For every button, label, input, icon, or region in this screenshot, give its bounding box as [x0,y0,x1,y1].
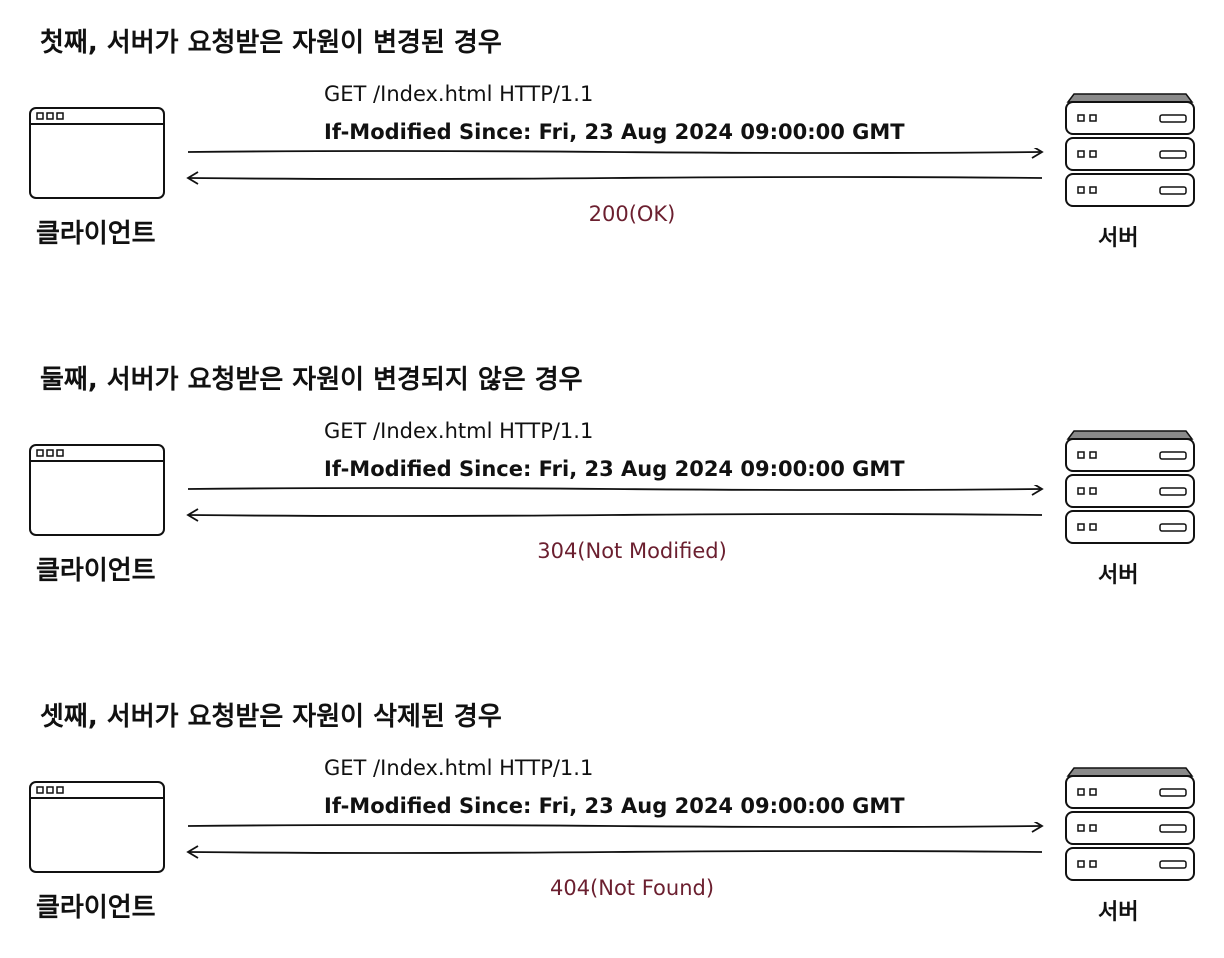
request-response-arrows [186,485,1044,522]
request-line: GET /Index.html HTTP/1.1 [324,82,594,106]
request-line: GET /Index.html HTTP/1.1 [324,756,594,780]
server-label: 서버 [1098,226,1139,251]
scenario-modified: 첫째, 서버가 요청받은 자원이 변경된 경우 클라이언트 GET /Index… [0,8,1224,268]
client-browser-icon [29,107,165,199]
client-browser-icon [29,781,165,873]
response-status: 304(Not Modified) [537,539,727,563]
scenario-deleted: 셋째, 서버가 요청받은 자원이 삭제된 경우 클라이언트 GET /Index… [0,682,1224,942]
client-label: 클라이언트 [36,219,156,249]
scenario-title: 셋째, 서버가 요청받은 자원이 삭제된 경우 [40,702,502,732]
request-arrow [187,150,1041,154]
scenario-title: 둘째, 서버가 요청받은 자원이 변경되지 않은 경우 [40,365,583,395]
response-status: 200(OK) [588,202,676,226]
if-modified-since-header: If-Modified Since: Fri, 23 Aug 2024 09:0… [324,120,905,144]
response-arrow [187,513,1043,517]
request-line: GET /Index.html HTTP/1.1 [324,419,594,443]
server-label: 서버 [1098,563,1139,588]
server-icon [1065,767,1195,881]
client-label: 클라이언트 [36,893,156,923]
server-icon [1065,430,1195,544]
if-modified-since-header: If-Modified Since: Fri, 23 Aug 2024 09:0… [324,794,905,818]
client-label: 클라이언트 [36,556,156,586]
request-response-arrows [186,148,1044,185]
response-status: 404(Not Found) [549,876,715,900]
request-arrow [187,487,1041,491]
server-label: 서버 [1098,900,1139,925]
request-response-arrows [186,822,1044,859]
server-icon [1065,93,1195,207]
scenario-not-modified: 둘째, 서버가 요청받은 자원이 변경되지 않은 경우 클라이언트 GET /I… [0,345,1224,605]
if-modified-since-header: If-Modified Since: Fri, 23 Aug 2024 09:0… [324,457,905,481]
response-arrow [187,850,1043,854]
request-arrow [187,824,1041,828]
response-arrow [187,176,1043,180]
client-browser-icon [29,444,165,536]
scenario-title: 첫째, 서버가 요청받은 자원이 변경된 경우 [40,28,502,58]
